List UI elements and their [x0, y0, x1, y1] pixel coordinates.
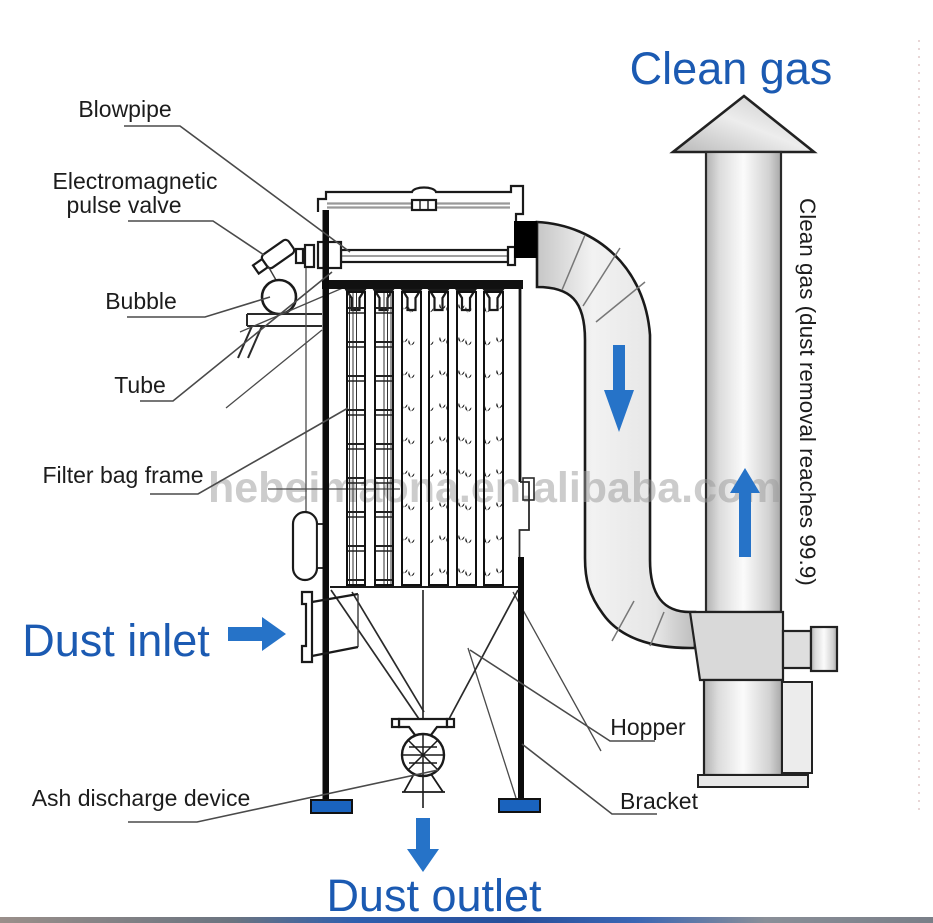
- label-bracket: Bracket: [620, 788, 699, 814]
- label-ash-discharge-device: Ash discharge device: [32, 785, 251, 811]
- chimney-base-side: [781, 681, 813, 774]
- right-leg: [518, 557, 524, 802]
- label-dust-inlet: Dust inlet: [22, 615, 210, 666]
- label-pulse-valve-line1: Electromagnetic: [53, 168, 218, 194]
- pipe-junction: [316, 240, 343, 270]
- leader-ash-discharge: [128, 769, 439, 823]
- bubble-shelf: [237, 313, 322, 359]
- valve-connector-a: [303, 243, 316, 269]
- s-duct: [535, 220, 697, 650]
- baghouse-body: [225, 184, 602, 814]
- right-wall-steps: [518, 481, 530, 557]
- right-wall-bracket: [522, 477, 535, 501]
- leader-bubble: [127, 296, 271, 318]
- label-hopper: Hopper: [610, 714, 686, 740]
- left-foot: [310, 799, 353, 814]
- label-clean-gas: Clean gas: [630, 43, 833, 94]
- outlet-connector: [514, 221, 537, 258]
- chimney-base-flange: [697, 774, 809, 788]
- rotary-valve: [390, 717, 456, 793]
- pulse-valve-body: [251, 238, 296, 276]
- tube-sheet: [322, 280, 523, 289]
- filter-bag-dust-2: [428, 291, 449, 586]
- dust-inlet-duct: [300, 590, 359, 664]
- labels: Blowpipe Electromagnetic pulse valve Bub…: [22, 43, 832, 921]
- chimney-base-stub-b: [809, 625, 839, 673]
- bottom-crop-strip: [0, 917, 933, 923]
- filter-bag-dust-3: [456, 291, 477, 586]
- cover-clamp: [410, 198, 438, 212]
- duct-gore-lines: [561, 234, 665, 647]
- valve-connector-b: [294, 247, 305, 265]
- label-filter-bag-frame: Filter bag frame: [42, 462, 203, 488]
- filter-bag-dust-4: [483, 291, 504, 586]
- right-foot: [498, 798, 541, 813]
- label-blowpipe: Blowpipe: [78, 96, 171, 122]
- blowpipe-assembly: [251, 238, 517, 281]
- label-tube: Tube: [114, 372, 166, 398]
- duct-down-arrow: [604, 345, 634, 432]
- dust-inlet-arrow: [228, 617, 286, 651]
- hopper-shape: [330, 589, 519, 808]
- leader-blowpipe: [124, 125, 351, 253]
- chimney-base-lower: [702, 678, 784, 777]
- construction-lines: [225, 268, 602, 799]
- chimney-base-stub-a: [781, 629, 813, 670]
- leader-lines: [124, 125, 657, 823]
- chimney-up-arrow: [730, 468, 760, 557]
- blowpipe-end-cap: [506, 245, 517, 267]
- clean-gas-duct: [535, 220, 697, 650]
- leader-pulse-valve: [128, 220, 265, 256]
- chimney-cap: [669, 94, 818, 154]
- leader-tube: [140, 271, 333, 402]
- top-cover: [316, 184, 525, 221]
- bubble-tank: [260, 278, 298, 316]
- filter-bag-cage-2: [374, 291, 394, 586]
- venturi-nozzles: [344, 288, 505, 312]
- left-wall-and-leg: [322, 210, 329, 802]
- label-dust-outlet: Dust outlet: [326, 870, 542, 921]
- label-clean-gas-note: Clean gas (dust removal reaches 99.9): [795, 198, 820, 586]
- chimney: [669, 94, 839, 788]
- valve-to-bubble-link: [267, 265, 277, 281]
- leader-hopper: [469, 649, 655, 742]
- filter-bag-dust-1: [401, 291, 422, 586]
- filter-bags: [346, 291, 504, 586]
- access-door: [291, 510, 319, 582]
- dust-outlet-arrow: [407, 818, 439, 872]
- filter-bag-cage-1: [346, 291, 366, 586]
- leader-bracket: [521, 743, 657, 815]
- label-pulse-valve-line2: pulse valve: [66, 192, 181, 218]
- flow-arrows: [228, 345, 760, 872]
- chimney-base-upper: [688, 610, 785, 682]
- label-bubble: Bubble: [105, 288, 177, 314]
- leader-filter-bag-frame: [150, 407, 349, 495]
